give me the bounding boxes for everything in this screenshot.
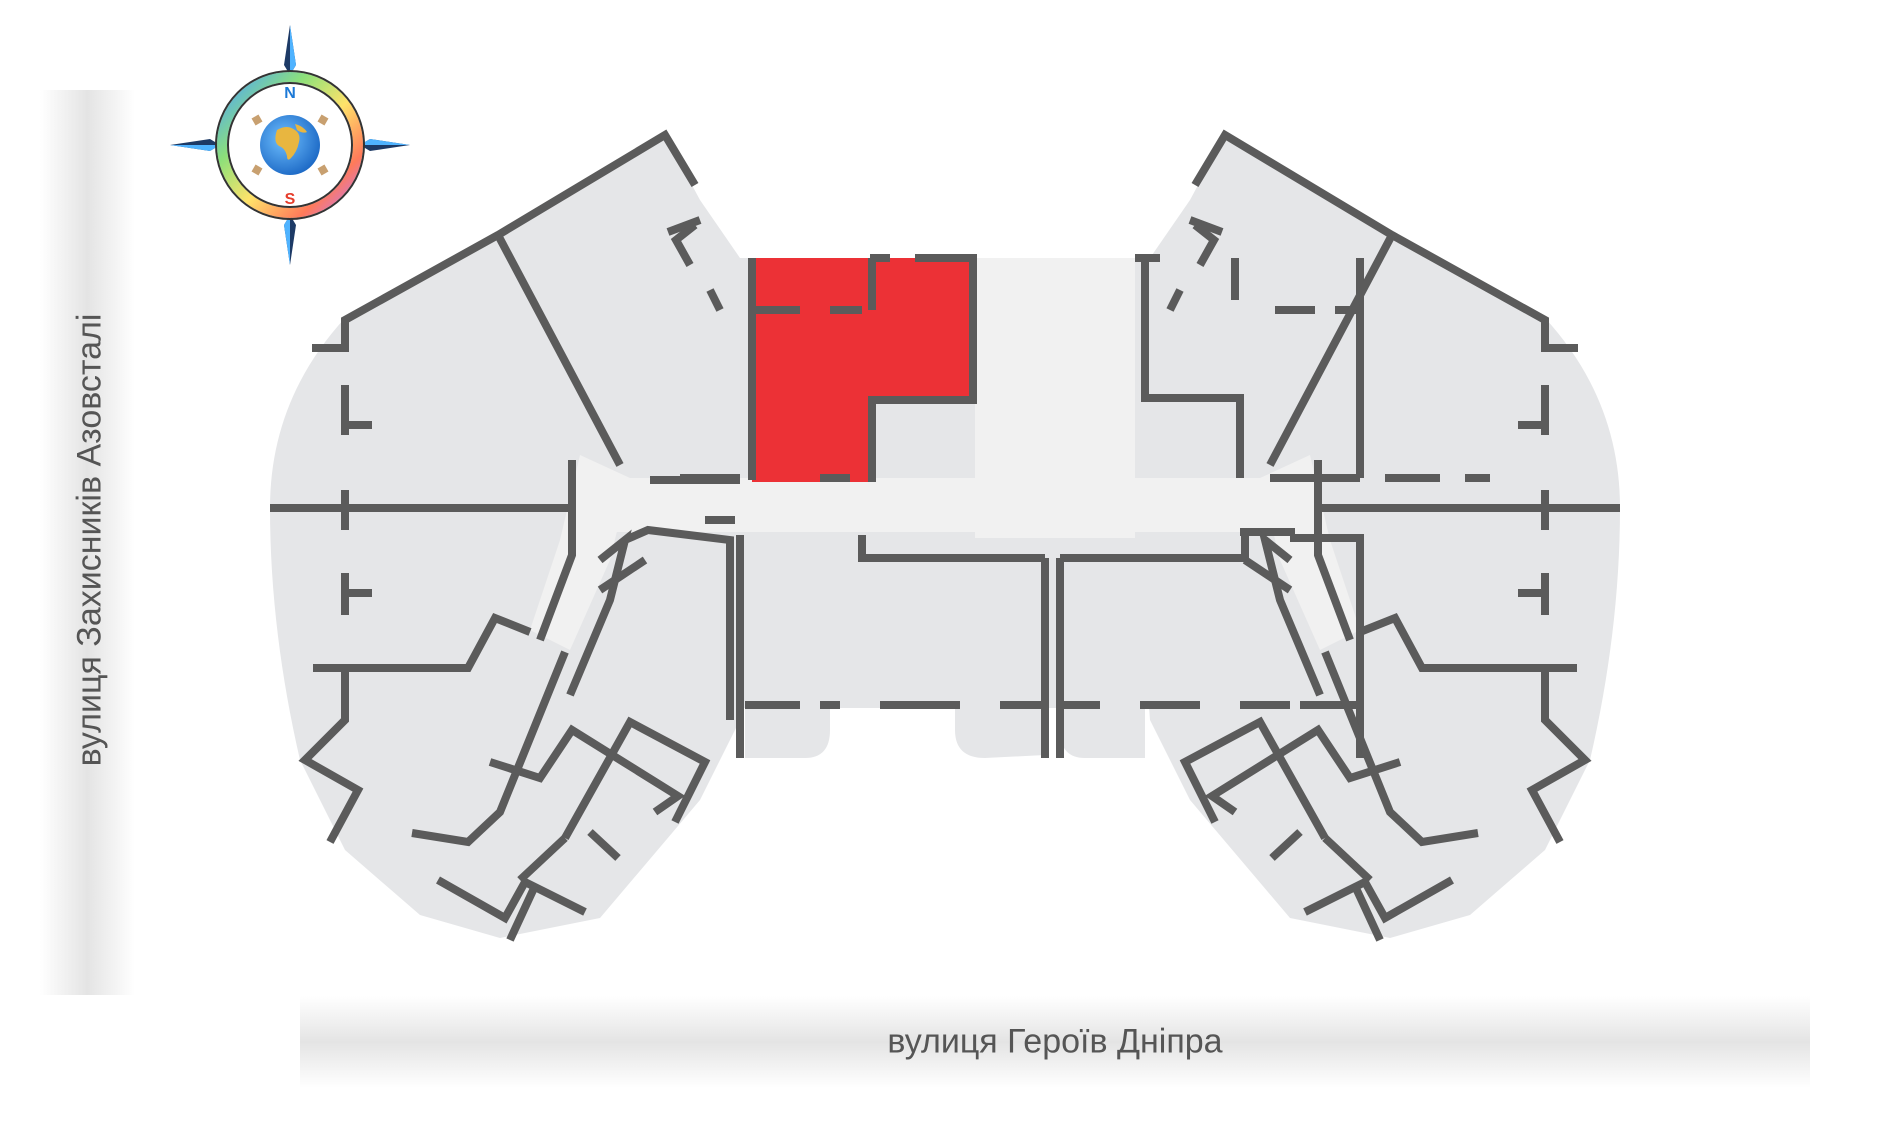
south-street-label: вулиця Героїв Дніпра (887, 1022, 1223, 1061)
highlighted-apartment[interactable] (752, 258, 973, 482)
south-street-band (300, 996, 1810, 1088)
walls (270, 129, 1620, 942)
compass-south-letter: S (285, 191, 296, 208)
west-street-band (40, 90, 135, 995)
compass-rose-icon: N S (170, 25, 410, 265)
compass-north-letter: N (284, 85, 296, 102)
